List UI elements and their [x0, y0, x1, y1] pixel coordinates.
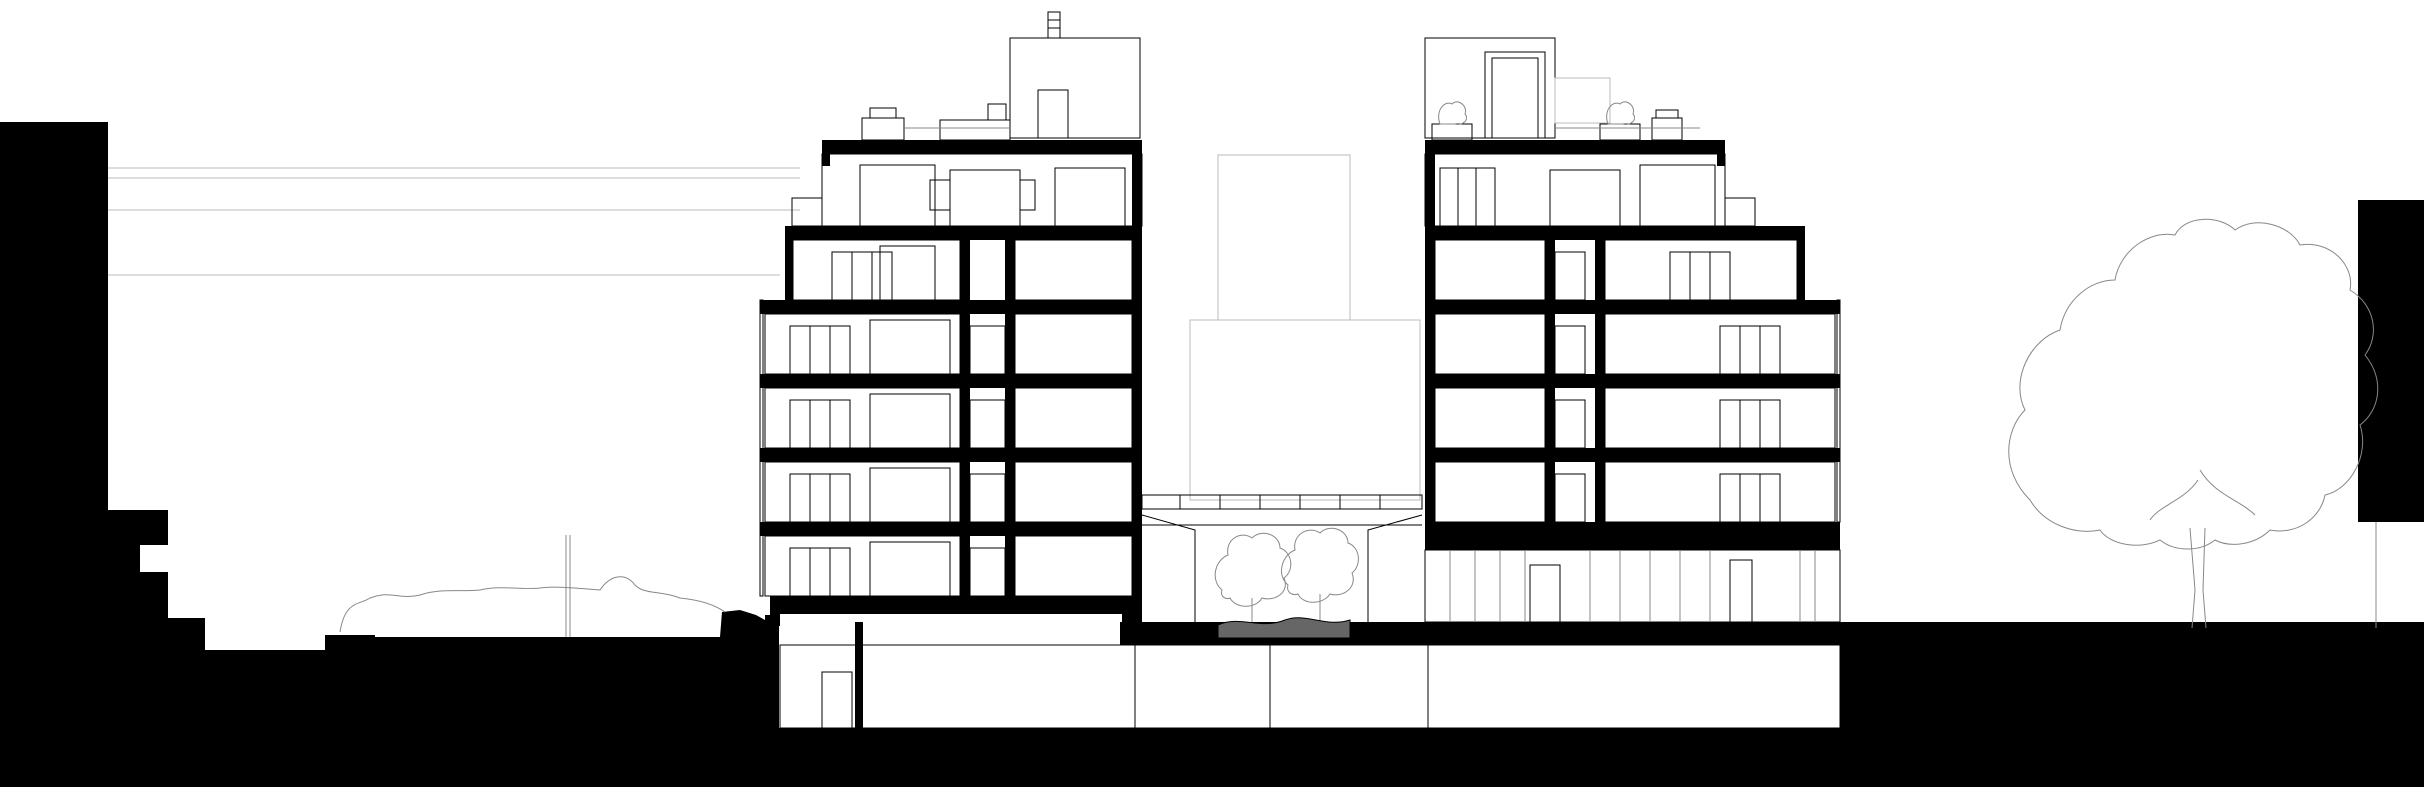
west-shrubbery — [339, 576, 726, 633]
east-storey-5 — [1434, 239, 1798, 301]
west-storey-3 — [764, 387, 1133, 449]
east-ground-floor — [1424, 549, 1841, 623]
west-storey-4 — [764, 313, 1133, 375]
courtyard-tree-1 — [1214, 532, 1292, 607]
west-storey-2 — [764, 461, 1133, 523]
east-storey-4 — [1434, 313, 1836, 375]
west-storey-1 — [764, 535, 1133, 597]
east-large-tree — [2008, 218, 2379, 629]
west-block — [759, 11, 1143, 644]
east-storey-2 — [1434, 461, 1836, 523]
west-storey-5 — [792, 239, 1133, 301]
basement-level — [765, 615, 1870, 729]
courtyard — [1120, 154, 1428, 644]
east-storey-3 — [1434, 387, 1836, 449]
east-neighbour-building — [2358, 200, 2424, 628]
east-block — [1424, 37, 1841, 623]
courtyard-tree-2 — [1281, 527, 1359, 603]
west-neighbour-building — [0, 122, 800, 637]
water-feature — [1217, 617, 1351, 639]
